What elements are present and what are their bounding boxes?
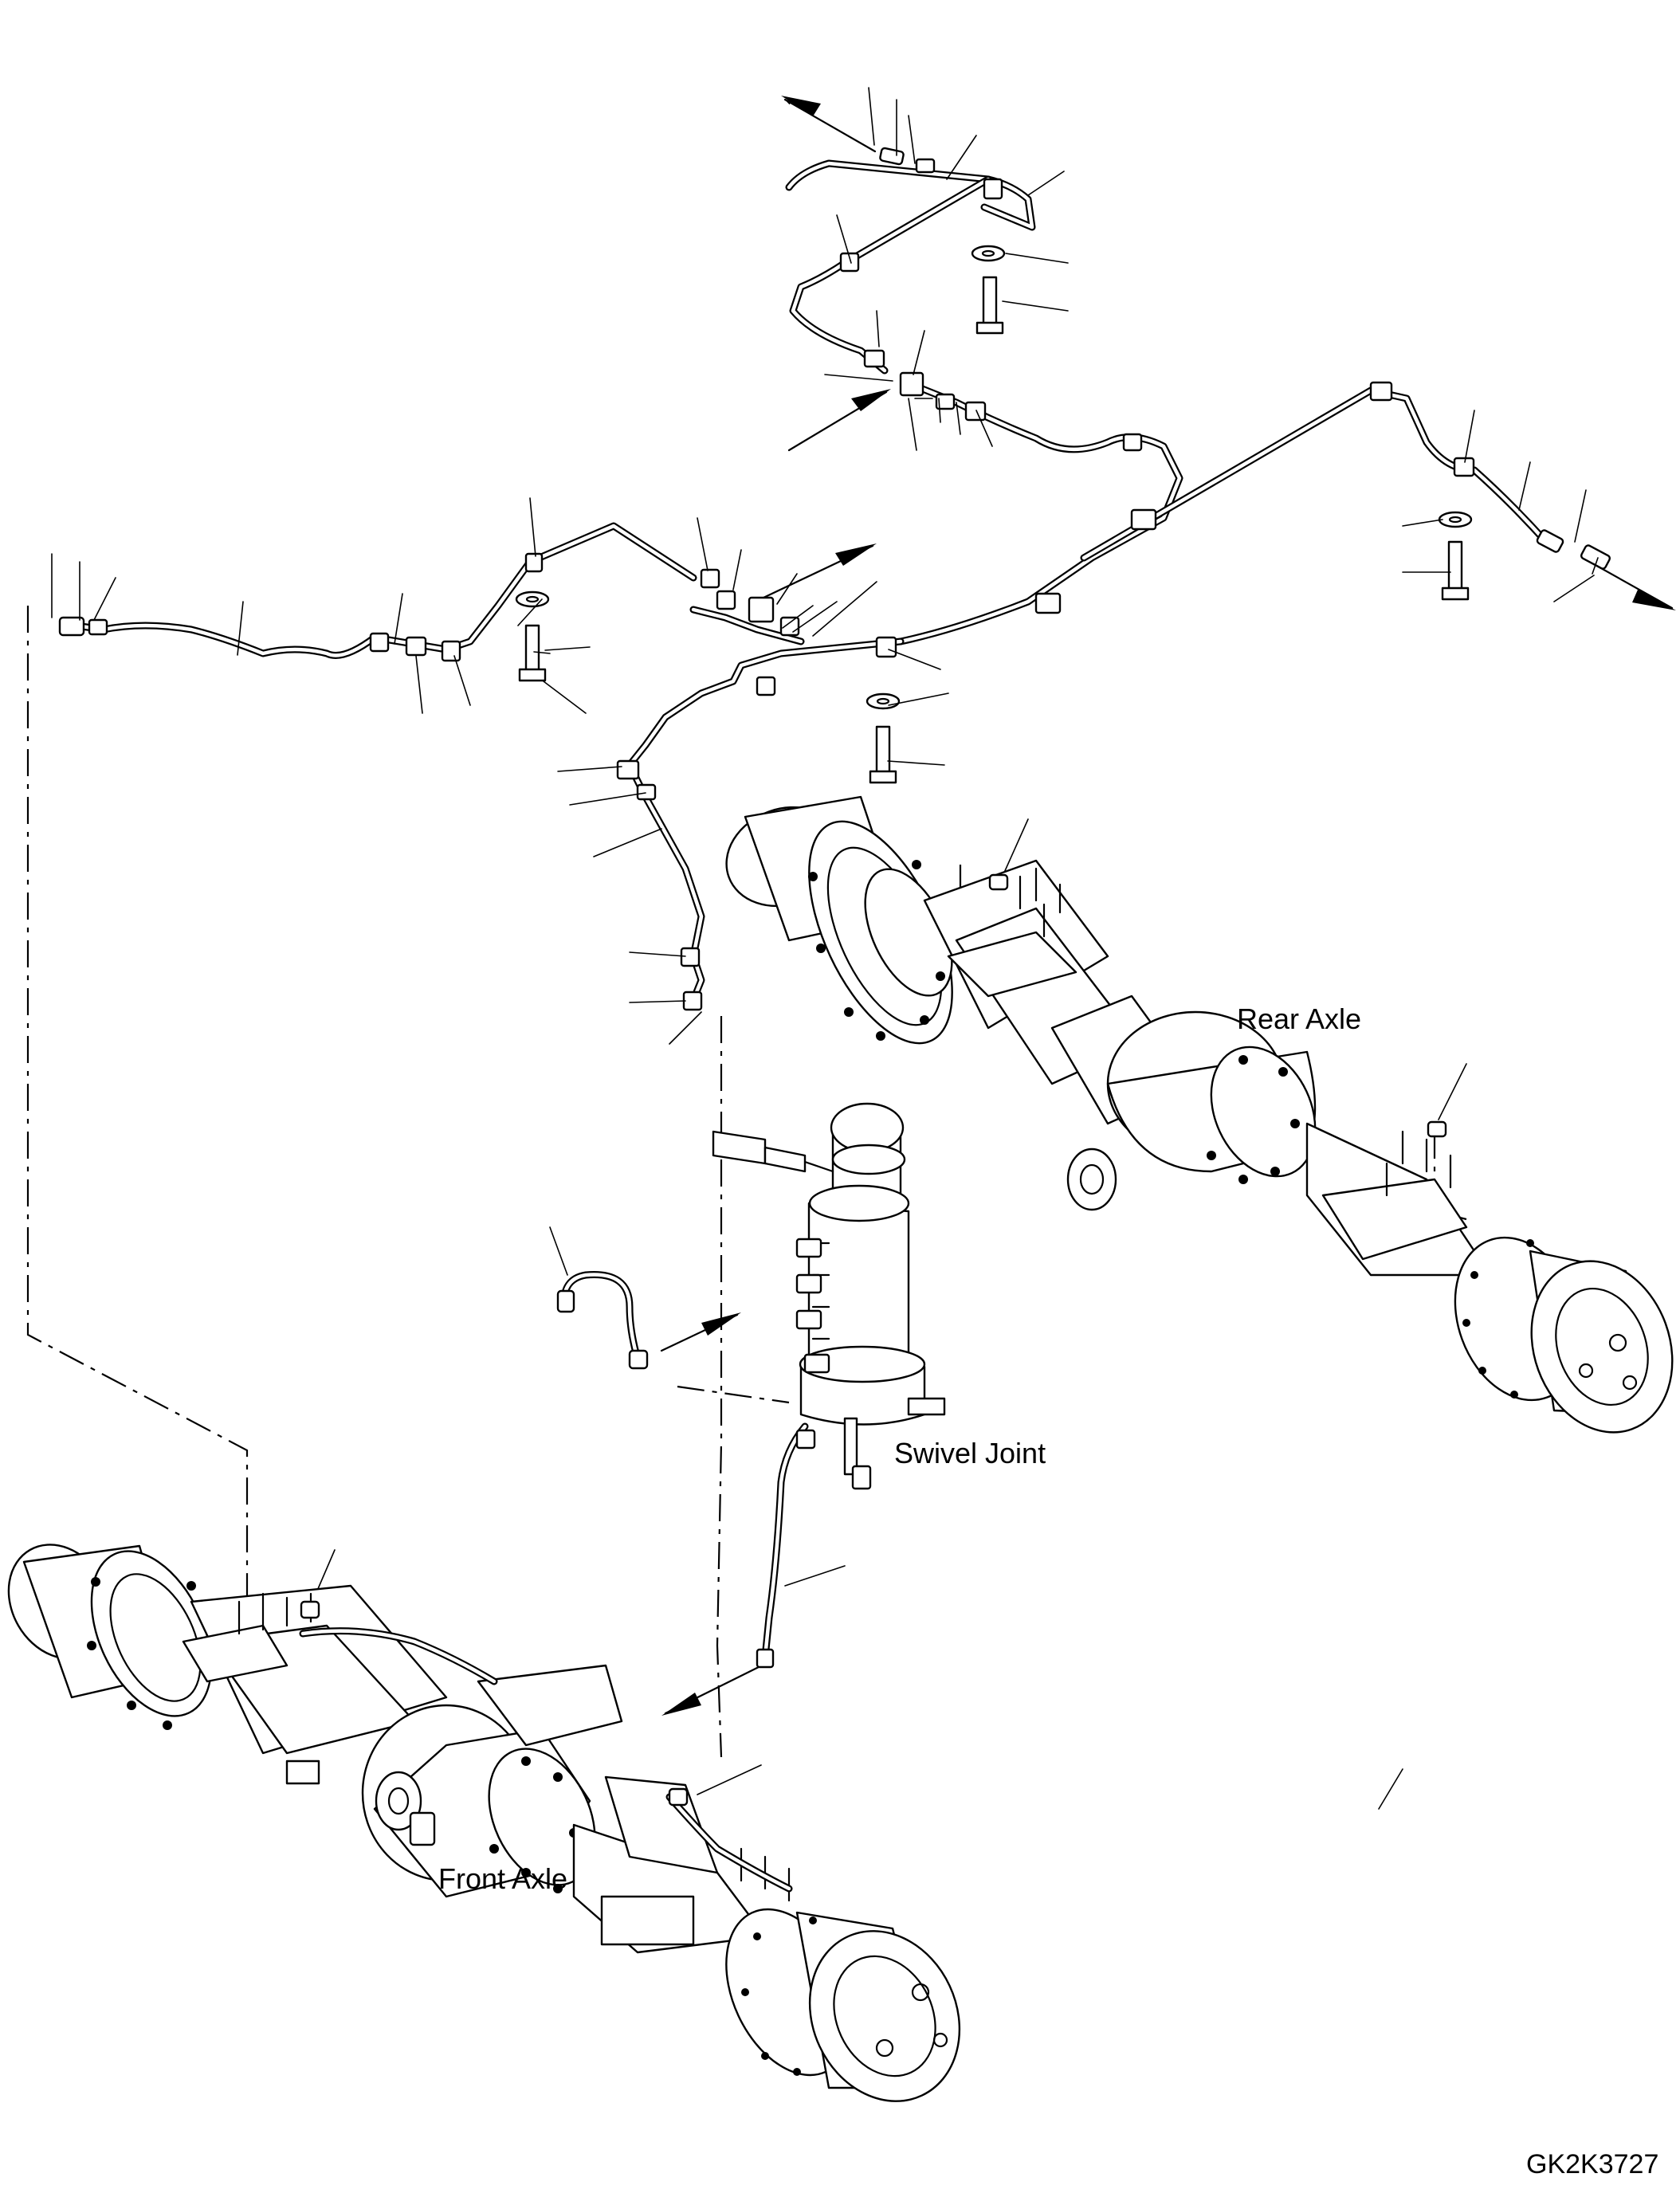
swivel-joint [712, 1102, 946, 1669]
swivel-joint-label: Swivel Joint [894, 1437, 1046, 1469]
front-axle [7, 1544, 961, 2102]
pipe-fittings [58, 147, 1611, 1011]
swivel-feed-hose [556, 1271, 649, 1370]
upper-brake-pipe [72, 159, 1550, 1004]
callout-leaders [51, 87, 1599, 1810]
drawing-code: GK2K3727 [1526, 2149, 1659, 2179]
connection-lines [26, 606, 1467, 1758]
rear-axle-label: Rear Axle [1237, 1002, 1362, 1035]
rear-axle [725, 795, 1674, 1434]
front-axle-label: Front Axle [438, 1862, 568, 1895]
flow-arrows [660, 96, 1676, 1716]
mounting-bolts [515, 245, 1473, 784]
